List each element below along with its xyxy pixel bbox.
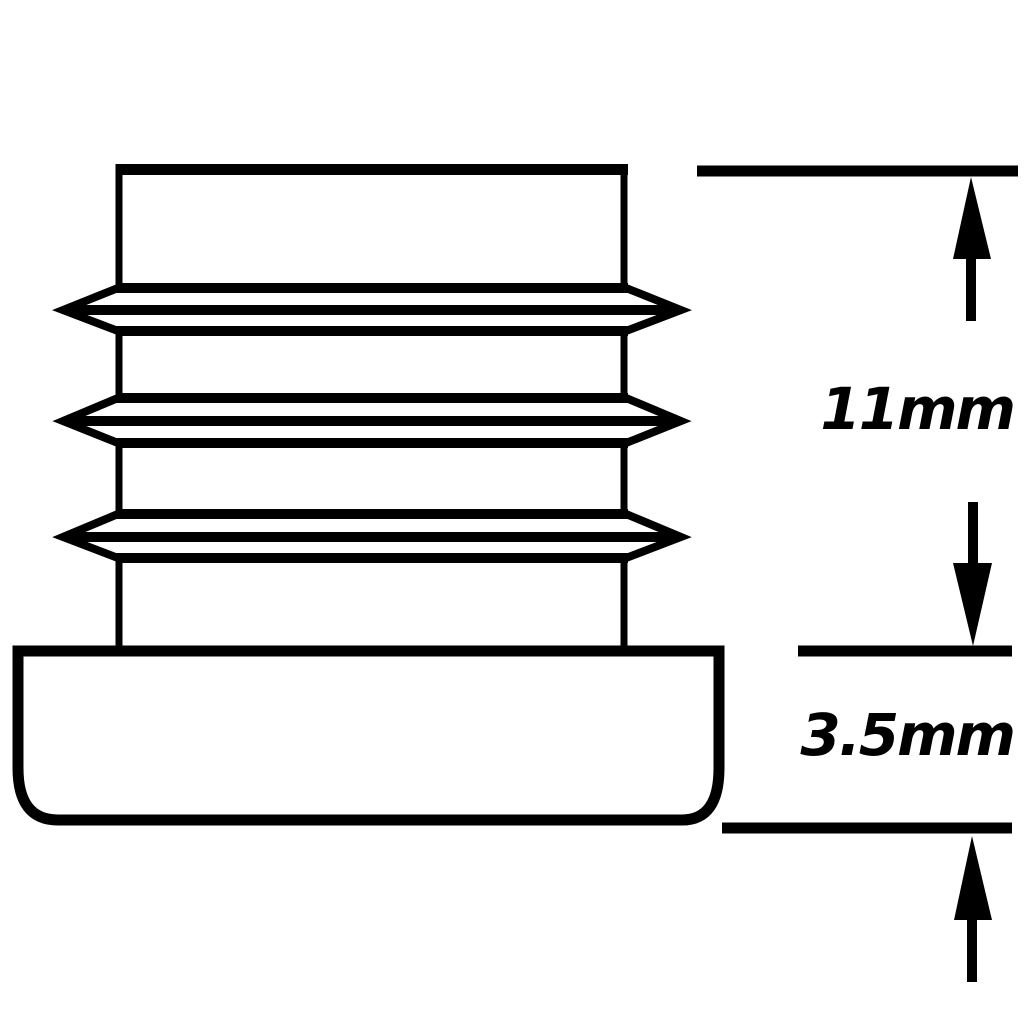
arrow-down-middle-icon [953, 502, 992, 646]
dimension-label-cap-height: 3.5mm [800, 701, 1016, 769]
arrow-up-bottom-icon [954, 836, 992, 982]
dimension-lines [697, 165, 1018, 834]
cap-base [12, 645, 725, 826]
insert-stem [115, 164, 628, 650]
fin-3 [52, 509, 692, 563]
dimension-label-insert-height: 11mm [820, 375, 1016, 443]
arrow-up-top-icon [953, 177, 991, 321]
fin-2 [52, 393, 692, 448]
fin-1 [52, 283, 692, 336]
